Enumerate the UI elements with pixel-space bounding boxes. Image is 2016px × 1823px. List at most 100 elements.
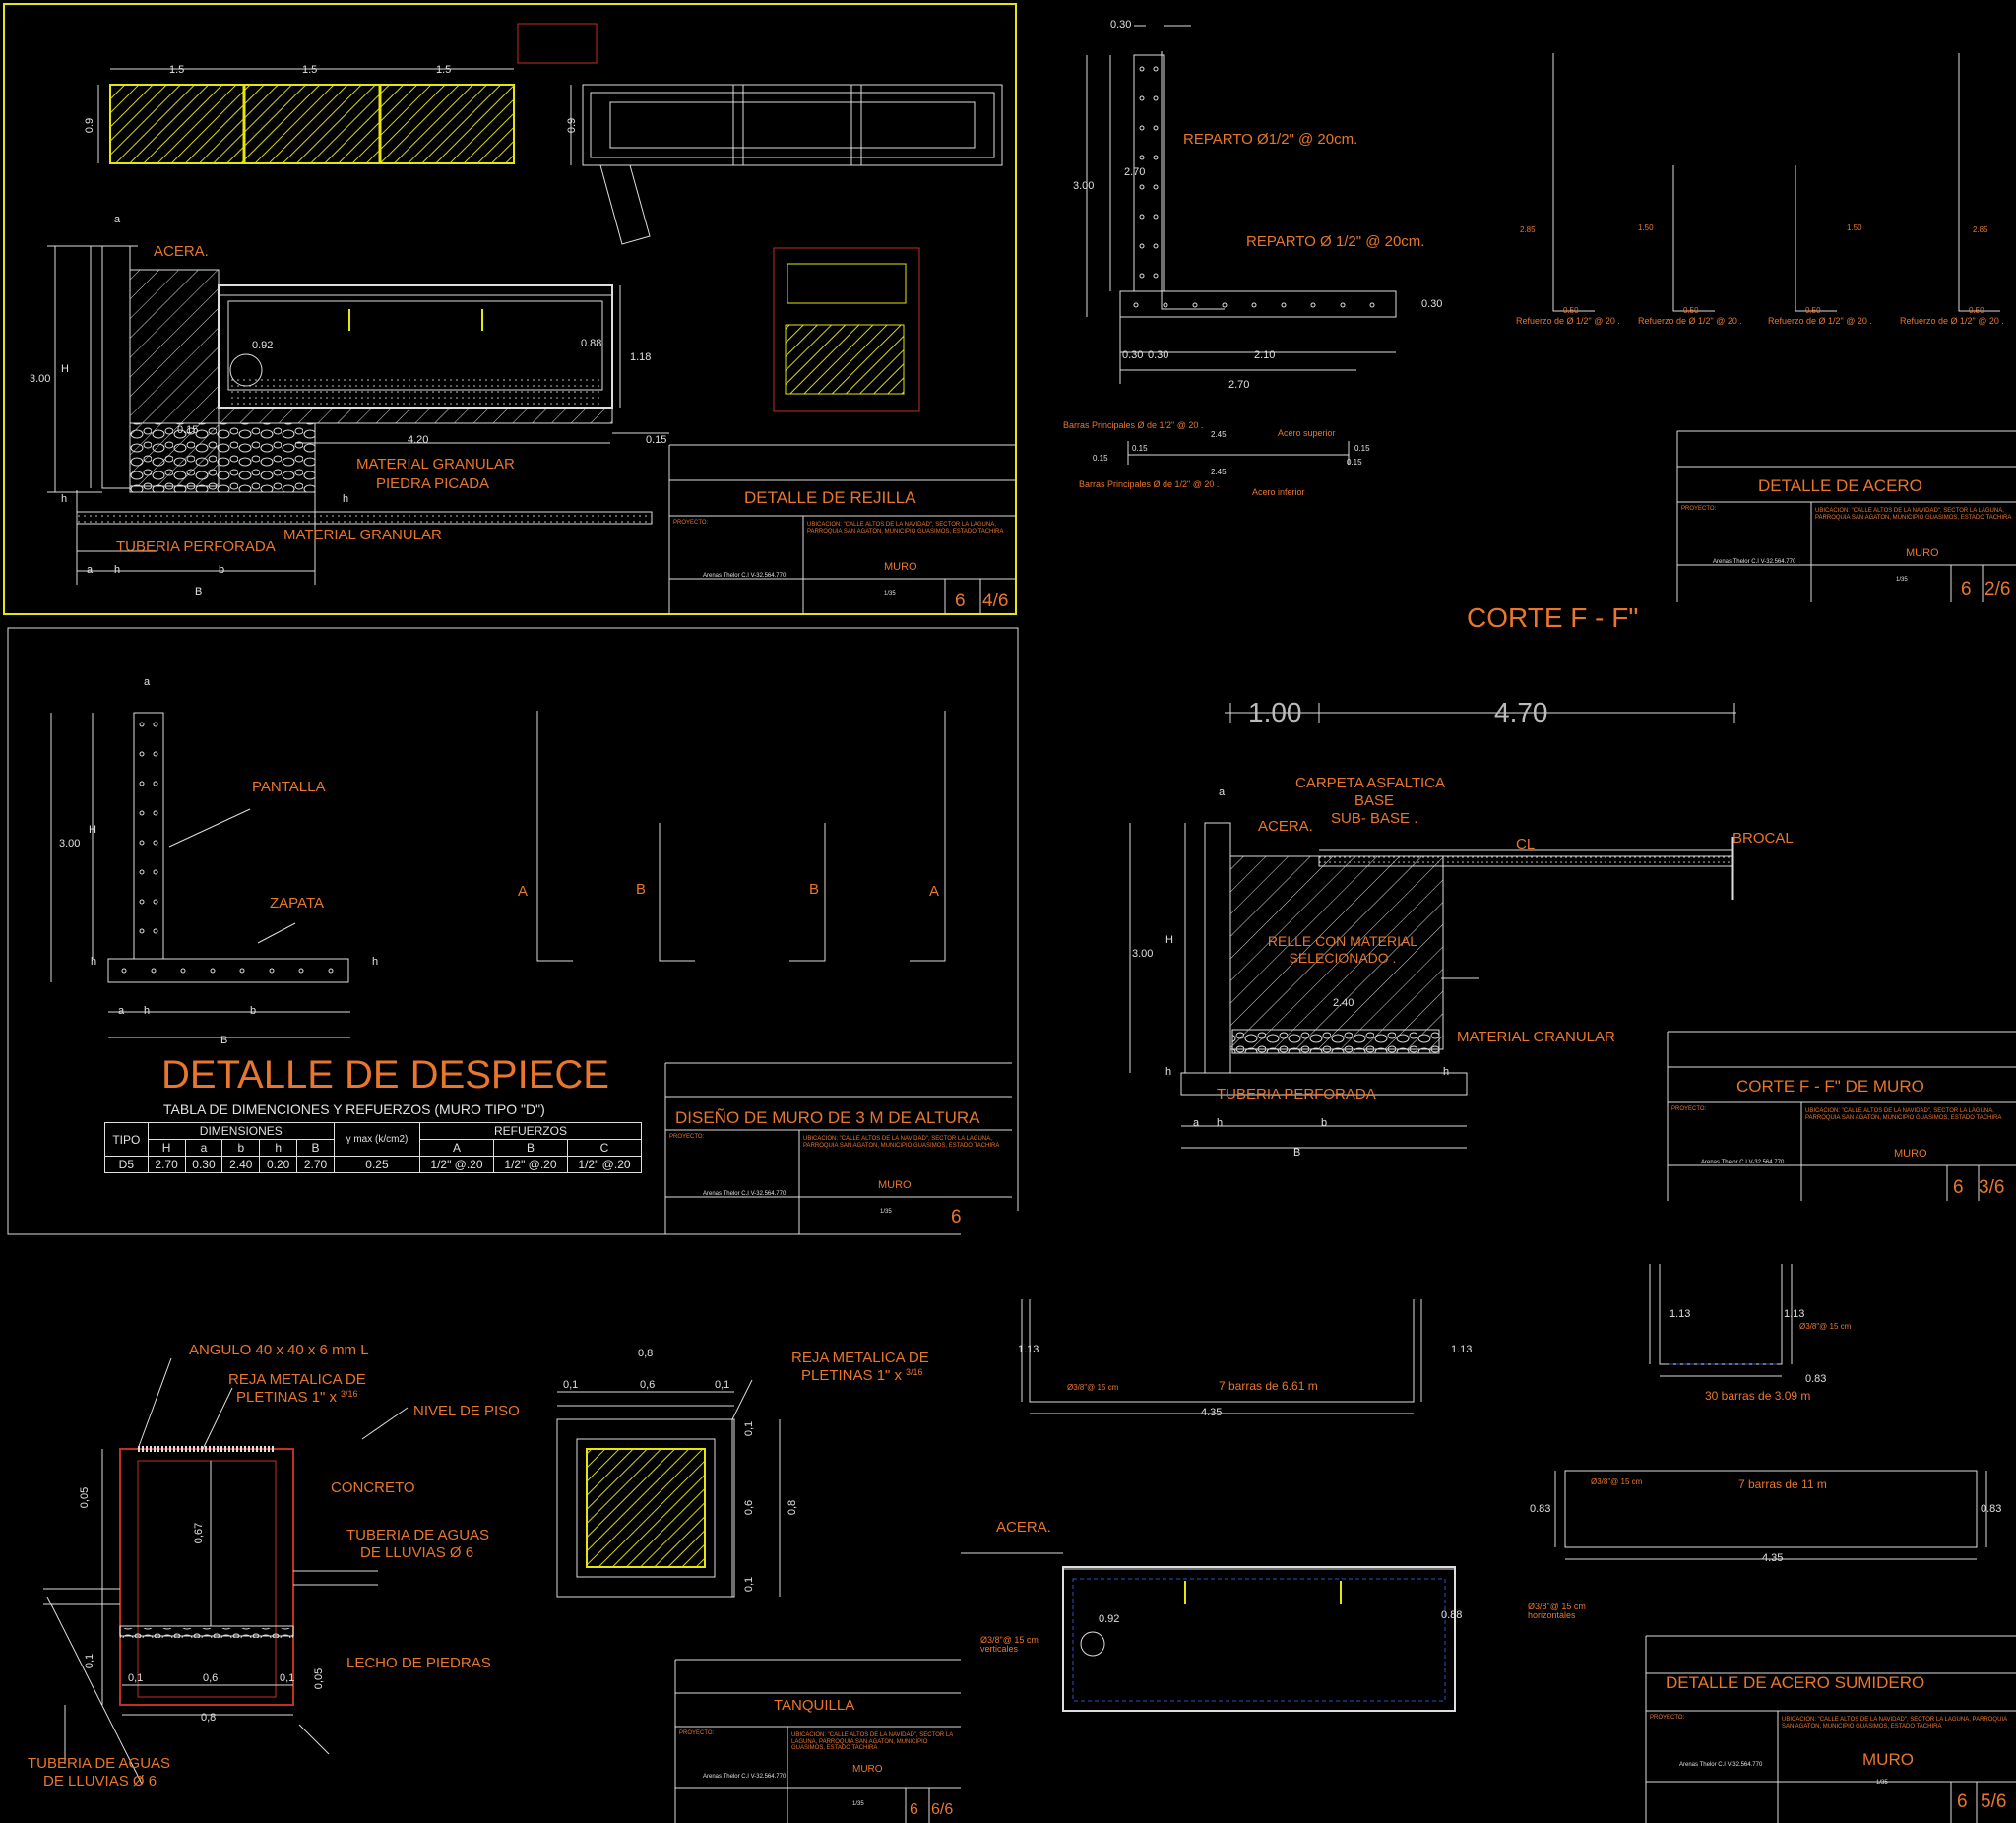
- titleblock-autor: Arenas Thelor C.I V-32.564.770: [1679, 1762, 1763, 1768]
- label-piedra-picada: PIEDRA PICADA: [376, 475, 490, 492]
- titleblock-num: 6: [1957, 1792, 1968, 1812]
- dim-0-9-a: 0.9: [84, 117, 96, 134]
- dim-0-88: 0.88: [581, 338, 602, 349]
- dim-0-8-a: 0,8: [638, 1348, 654, 1359]
- titleblock-num: 6: [1961, 579, 1972, 599]
- dim-2-45-a: 2.45: [1211, 430, 1227, 439]
- titleblock-contenido: MURO: [852, 1764, 883, 1775]
- sheet-detalle-acero: 0.30 3.00 2.70 REPARTO Ø1/2" @ 20cm. REP…: [1028, 0, 2016, 602]
- dim-2-40: 2.40: [1333, 997, 1354, 1009]
- dim-0-15-b: 0.15: [1354, 444, 1370, 453]
- rejilla-drawing: [3, 3, 1017, 615]
- titleblock-page: 6: [951, 1207, 962, 1227]
- titleblock-escala: 1/35: [852, 1801, 864, 1807]
- titleblock-ubicacion: UBICACION: "CALLE ALTOS DE LA NAVIDAD", …: [791, 1732, 953, 1752]
- dim-3-00: 3.00: [1132, 948, 1154, 960]
- dim-h-1: h: [1166, 1066, 1172, 1078]
- label-lecho-piedras: LECHO DE PIEDRAS: [346, 1655, 491, 1671]
- dim-0-30: 0.30: [1110, 19, 1132, 31]
- col-refuerzos: REFUERZOS: [418, 1122, 643, 1140]
- label-angulo: ANGULO 40 x 40 x 6 mm L: [189, 1342, 369, 1358]
- dim-b: b: [219, 564, 225, 576]
- dim-h-3: h: [1217, 1117, 1224, 1129]
- titleblock-contenido: MURO: [1906, 547, 1939, 559]
- titleblock-num: 6: [955, 591, 966, 611]
- label-verticales: Ø3/8"@ 15 cm verticales: [980, 1635, 1039, 1654]
- label-30-barras-309: 30 barras de 3.09 m: [1705, 1389, 1811, 1403]
- corte-title: CORTE F - F": [1467, 604, 1639, 633]
- dim-0-83-a: 0.83: [1530, 1503, 1551, 1515]
- table-caption: TABLA DE DIMENCIONES Y REFUERZOS (MURO T…: [163, 1101, 545, 1117]
- dim-0-6-b: 0,6: [743, 1499, 756, 1516]
- dim-4-20: 4.20: [408, 434, 429, 446]
- label-pletinas-2: PLETINAS 1" x: [801, 1367, 903, 1384]
- sub-b: b: [221, 1139, 261, 1157]
- dim-0-30-right: 0.30: [1421, 298, 1443, 310]
- dim-H: H: [1166, 934, 1173, 946]
- cell-ref-C: 1/2" @.20: [566, 1156, 643, 1173]
- label-base: BASE: [1354, 792, 1395, 809]
- dim-h-1: h: [91, 956, 97, 968]
- cell-b: 2.40: [221, 1156, 261, 1173]
- cell-gamma: 0.25: [333, 1156, 420, 1173]
- titleblock-ubicacion: UBICACION: "CALLE ALTOS DE LA NAVIDAD", …: [1782, 1717, 2007, 1729]
- dim-4-35-b: 4.35: [1762, 1552, 1784, 1564]
- dim-H: H: [89, 824, 96, 836]
- sub-a: a: [184, 1139, 223, 1157]
- titleblock-page: 6/6: [931, 1801, 954, 1818]
- cell-h: 0.20: [259, 1156, 298, 1173]
- titleblock-proyecto: PROYECTO:: [679, 1730, 715, 1736]
- dim-h-2: h: [372, 956, 379, 968]
- tanquilla-drawing: [43, 1357, 961, 1823]
- dim-0-05-b: 0,05: [313, 1667, 326, 1690]
- label-reja-2: REJA METALICA DE: [791, 1350, 929, 1366]
- titleblock-page: 2/6: [1984, 579, 2011, 599]
- label-letter-A-2: A: [929, 883, 940, 900]
- dim-B: B: [1293, 1147, 1301, 1159]
- col-gamma: γ max (k/cm2): [333, 1122, 420, 1157]
- label-material-granular: MATERIAL GRANULAR: [356, 456, 515, 472]
- col-tipo: TIPO: [104, 1122, 149, 1157]
- titleblock-title: CORTE F - F" DE MURO: [1736, 1077, 1924, 1096]
- titleblock-escala: 1/35: [884, 591, 896, 597]
- dim-1-50-a: 1.50: [1638, 223, 1654, 232]
- label-frac-2: 3/16: [906, 1367, 923, 1377]
- label-refuerzo-4: Refuerzo de Ø 1/2" @ 20 .: [1900, 316, 2004, 326]
- titleblock-autor: Arenas Thelor C.I V-32.564.770: [1713, 559, 1796, 565]
- dim-a-2: a: [118, 1005, 125, 1017]
- label-sub-base: SUB- BASE .: [1331, 810, 1418, 827]
- cell-tipo: D5: [104, 1156, 149, 1173]
- label-refuerzo-3: Refuerzo de Ø 1/2" @ 20 .: [1768, 316, 1872, 326]
- dim-1-18: 1.18: [630, 351, 652, 363]
- label-o15-b: Ø3/8"@ 15 cm: [1799, 1322, 1852, 1331]
- dim-a: a: [114, 214, 121, 225]
- label-refuerzo-2: Refuerzo de Ø 1/2" @ 20 .: [1638, 316, 1742, 326]
- titleblock-escala: 1/35: [880, 1209, 892, 1215]
- titleblock-ubicacion: UBICACION: "CALLE ALTOS DE LA NAVIDAD", …: [807, 522, 1004, 534]
- label-refuerzo-1: Refuerzo de Ø 1/2" @ 20 .: [1516, 316, 1620, 326]
- dim-3-00: 3.00: [30, 373, 51, 385]
- dim-B: B: [195, 586, 203, 597]
- titleblock-proyecto: PROYECTO:: [673, 520, 709, 526]
- dim-0-8-c: 0,8: [201, 1712, 217, 1724]
- titleblock-escala: 1/35: [1876, 1780, 1888, 1786]
- label-carpeta-asfaltica: CARPETA ASFALTICA: [1295, 775, 1445, 791]
- sub-ref-C: C: [566, 1139, 643, 1157]
- dim-0-15-b: 0.15: [646, 434, 667, 446]
- titleblock-ubicacion: UBICACION: "CALLE ALTOS DE LA NAVIDAD", …: [803, 1136, 1000, 1149]
- dim-B: B: [220, 1035, 228, 1046]
- dim-2-85-b: 2.85: [1973, 225, 1988, 234]
- dim-2-70: 2.70: [1124, 166, 1146, 178]
- label-acero-superior: Acero superior: [1278, 428, 1336, 438]
- dim-0-92: 0.92: [1099, 1613, 1120, 1625]
- sumidero-drawing: [961, 1264, 2016, 1823]
- titleblock-proyecto: PROYECTO:: [1650, 1715, 1685, 1721]
- label-acera: ACERA.: [1258, 818, 1313, 835]
- label-cl: CL: [1516, 836, 1536, 852]
- sub-ref-B: B: [492, 1139, 568, 1157]
- dim-1-50-b: 1.50: [1847, 223, 1862, 232]
- dim-0-50-a: 0.50: [1563, 306, 1579, 315]
- dim-H: H: [61, 363, 69, 375]
- corte-drawing: [1129, 703, 2016, 1201]
- dim-4-70: 4.70: [1494, 697, 1548, 727]
